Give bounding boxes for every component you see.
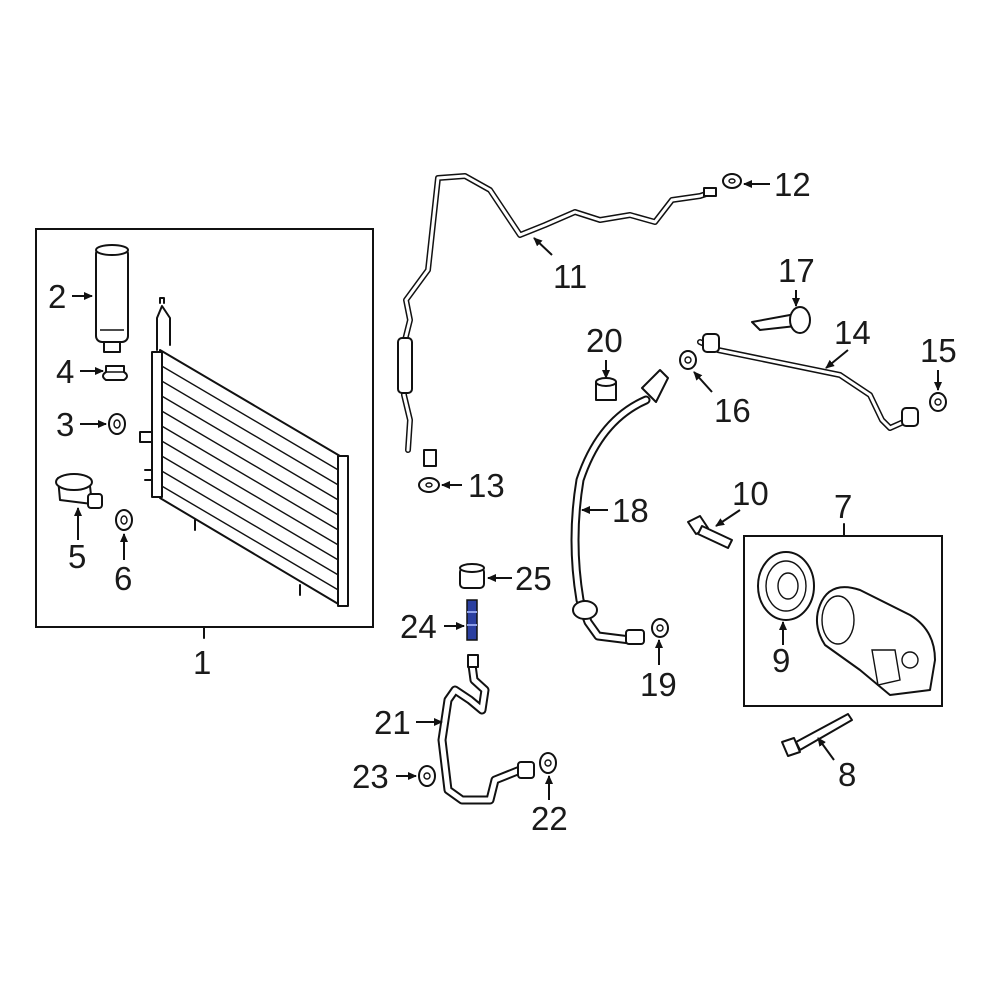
discharge-hose-21 bbox=[437, 654, 535, 805]
callout-22: 22 bbox=[531, 800, 568, 837]
o-ring-22 bbox=[539, 752, 557, 774]
condenser bbox=[139, 297, 349, 607]
cap-20 bbox=[595, 377, 617, 401]
callout-11: 11 bbox=[553, 258, 587, 295]
drier-plug bbox=[102, 365, 128, 381]
suction-hose-18 bbox=[570, 369, 669, 645]
o-ring-15 bbox=[929, 392, 947, 412]
valve-core-24 bbox=[466, 599, 478, 641]
o-ring-3 bbox=[108, 413, 126, 435]
receiver-drier bbox=[95, 244, 129, 353]
callout-20: 20 bbox=[586, 322, 623, 359]
callout-8: 8 bbox=[838, 756, 856, 793]
callout-3: 3 bbox=[56, 406, 74, 443]
callout-17: 17 bbox=[778, 252, 815, 289]
leader-arrows bbox=[72, 180, 942, 800]
callout-16: 16 bbox=[714, 392, 751, 429]
callout-15: 15 bbox=[920, 332, 957, 369]
o-ring-19 bbox=[651, 618, 669, 638]
cap-25 bbox=[459, 563, 485, 589]
o-ring-13 bbox=[418, 477, 440, 493]
line-14 bbox=[697, 333, 919, 431]
callout-7: 7 bbox=[834, 488, 852, 525]
o-ring-16 bbox=[679, 350, 697, 370]
callout-1: 1 bbox=[193, 644, 211, 681]
clutch-pulley-9 bbox=[757, 551, 815, 621]
bracket-17 bbox=[751, 306, 811, 334]
o-ring-6 bbox=[115, 509, 133, 531]
callout-24: 24 bbox=[400, 608, 437, 645]
callout-14: 14 bbox=[834, 314, 871, 351]
callout-19: 19 bbox=[640, 666, 677, 703]
o-ring-23 bbox=[418, 765, 436, 787]
callout-25: 25 bbox=[515, 560, 552, 597]
callout-9: 9 bbox=[772, 642, 790, 679]
callout-2: 2 bbox=[48, 278, 66, 315]
callout-13: 13 bbox=[468, 467, 505, 504]
callout-18: 18 bbox=[612, 492, 649, 529]
callout-21: 21 bbox=[374, 704, 411, 741]
callout-5: 5 bbox=[68, 538, 86, 575]
callout-4: 4 bbox=[56, 353, 74, 390]
o-ring-12 bbox=[722, 173, 742, 189]
compressor-body bbox=[815, 586, 936, 696]
callout-6: 6 bbox=[114, 560, 132, 597]
pressure-switch bbox=[55, 473, 103, 509]
callout-23: 23 bbox=[352, 758, 389, 795]
bolt-8 bbox=[781, 713, 853, 757]
callout-10: 10 bbox=[732, 475, 769, 512]
bolt-10 bbox=[687, 515, 733, 549]
callout-12: 12 bbox=[774, 166, 811, 203]
liquid-line-11 bbox=[397, 173, 717, 467]
